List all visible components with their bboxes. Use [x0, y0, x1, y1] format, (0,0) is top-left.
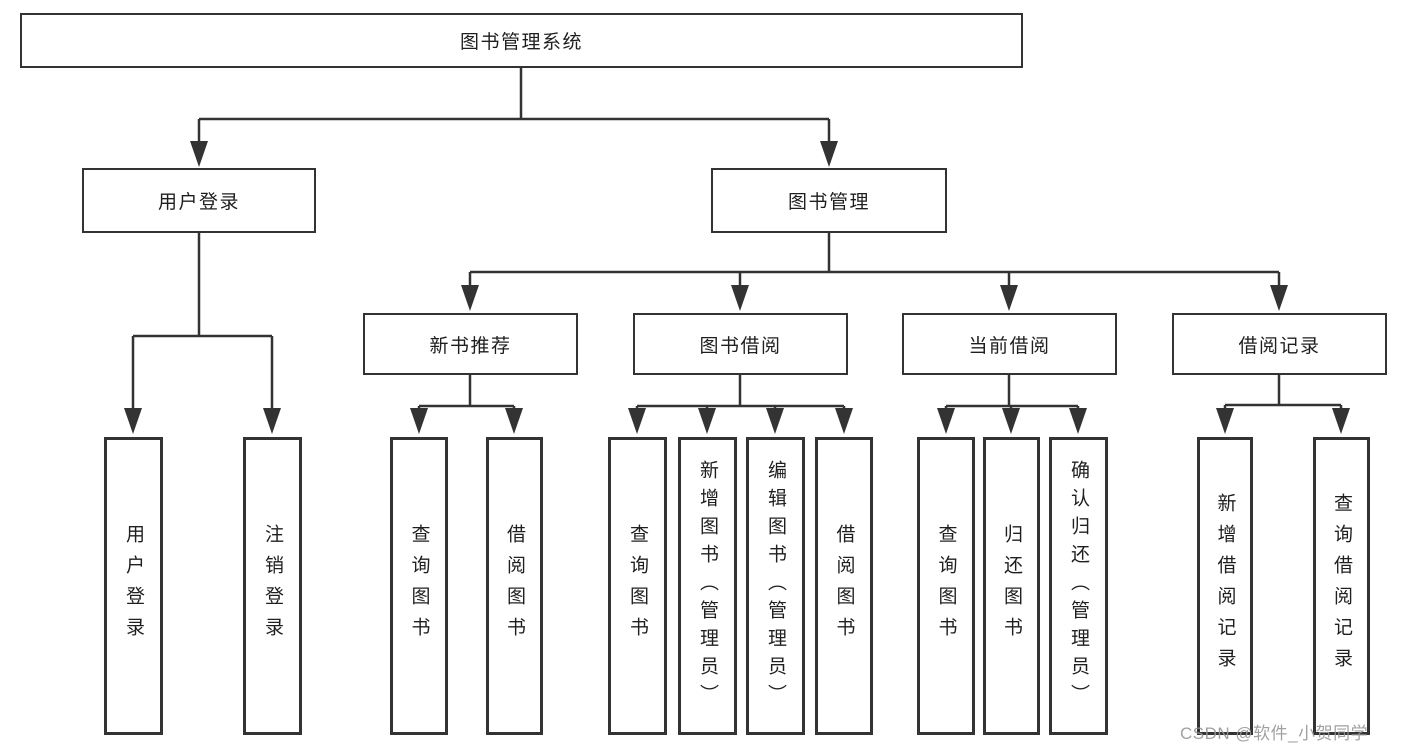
arrowhead	[698, 408, 716, 434]
connector-book-management	[468, 233, 1281, 286]
node-book-borrowing: 图书借阅	[633, 313, 848, 375]
leaf-edit-books-admin: 编辑图书（管理员）	[746, 437, 805, 735]
leaf-query-books-current: 查询图书	[917, 437, 975, 735]
arrowhead	[628, 408, 646, 434]
connector-current-borrowing	[944, 375, 1080, 409]
leaf-query-books-recommend: 查询图书	[390, 437, 448, 735]
leaf-add-borrow-record: 新增借阅记录	[1197, 437, 1253, 735]
node-borrowing-records: 借阅记录	[1172, 313, 1387, 375]
node-new-book-recommend: 新书推荐	[363, 313, 578, 375]
leaf-borrow-books-borrowing: 借阅图书	[815, 437, 873, 735]
arrowhead	[835, 408, 853, 434]
arrowhead	[124, 408, 142, 434]
arrowhead	[1270, 285, 1288, 311]
leaf-confirm-return-admin: 确认归还（管理员）	[1049, 437, 1108, 735]
connector-book-borrowing	[635, 375, 846, 409]
node-library-system: 图书管理系统	[20, 13, 1023, 68]
arrowhead	[1002, 408, 1020, 434]
arrowhead	[766, 408, 784, 434]
arrowhead	[820, 141, 838, 167]
arrowhead	[263, 408, 281, 434]
arrowhead	[937, 408, 955, 434]
arrowhead	[190, 141, 208, 167]
leaf-logout: 注销登录	[243, 437, 302, 735]
leaf-query-books-borrowing: 查询图书	[608, 437, 667, 735]
arrowhead	[1216, 408, 1234, 434]
leaf-user-login: 用户登录	[104, 437, 163, 735]
csdn-watermark: CSDN @软件_小贺同学	[1180, 724, 1369, 743]
arrowhead	[731, 285, 749, 311]
leaf-borrow-books-recommend: 借阅图书	[486, 437, 543, 735]
arrowhead	[1000, 285, 1018, 311]
connector-root	[197, 68, 831, 142]
connector-borrowing-records	[1223, 375, 1343, 409]
arrowhead	[1332, 408, 1350, 434]
connector-new-book	[417, 375, 516, 409]
node-user-login: 用户登录	[82, 168, 316, 233]
connector-user-login	[131, 233, 274, 409]
node-book-management: 图书管理	[711, 168, 947, 233]
arrowhead	[461, 285, 479, 311]
arrowhead	[410, 408, 428, 434]
leaf-return-books: 归还图书	[983, 437, 1040, 735]
leaf-add-books-admin: 新增图书（管理员）	[678, 437, 737, 735]
arrowhead	[1069, 408, 1087, 434]
node-current-borrowing: 当前借阅	[902, 313, 1117, 375]
arrowhead	[505, 408, 523, 434]
leaf-query-borrow-record: 查询借阅记录	[1313, 437, 1370, 735]
